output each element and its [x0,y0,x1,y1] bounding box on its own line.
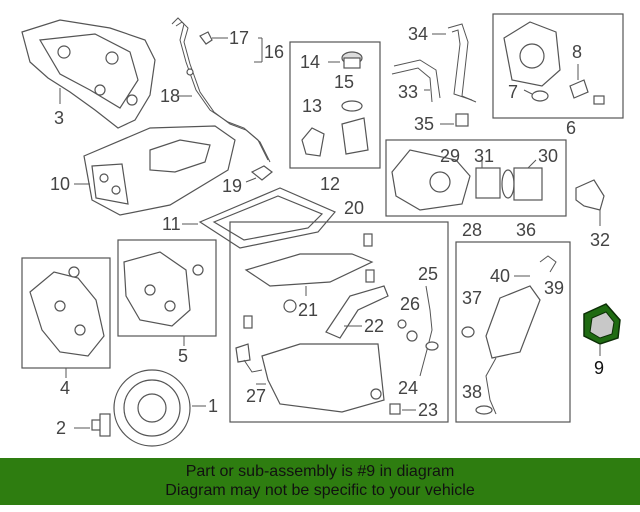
part-22-pickup-tube [325,285,389,339]
callout-1: 1 [208,396,218,416]
callout-21: 21 [298,300,318,320]
part-31-filter [475,160,501,199]
part-21-oil-baffle [244,253,374,296]
part-30-cap [501,159,543,201]
part-9-highlighted-gasket[interactable] [583,303,621,356]
callout-11: 11 [162,214,181,234]
callout-5: 5 [178,346,188,366]
callout-35: 35 [414,114,434,134]
group-box-36 [455,241,571,423]
group-box-20 [229,221,449,423]
callout-32: 32 [590,230,610,250]
callout-16: 16 [264,42,284,62]
callout-37: 37 [462,288,482,308]
part-25-tube [419,285,439,377]
part-27-oil-pan [235,343,385,413]
callout-29: 29 [440,146,460,166]
callout-22: 22 [364,316,384,336]
callout-3: 3 [54,108,64,128]
part-14-oil-filler-cap [328,51,363,69]
part-10-intake-manifold [74,125,236,216]
notice-banner: Part or sub-assembly is #9 in diagram Di… [0,458,640,505]
part-36-oil-cooler [485,285,541,415]
part-35-sensor [440,113,469,127]
part-24-drain-plug [370,388,382,400]
callout-38: 38 [462,382,482,402]
group-box-28 [385,139,567,217]
callout-20: 20 [344,198,364,218]
callout-13: 13 [302,96,322,116]
callout-39: 39 [544,278,564,298]
callout-18: 18 [160,86,180,106]
part-40-hose [514,255,557,277]
part-33-hose [391,59,441,103]
callout-7: 7 [508,82,518,102]
part-8-fitting [569,64,589,99]
callout-40: 40 [490,266,510,286]
callout-14: 14 [300,52,320,72]
callout-34: 34 [408,24,428,44]
callout-8: 8 [572,42,582,62]
part-32-bracket [575,179,605,226]
part-5-mount-bracket [123,251,204,346]
callout-33: 33 [398,82,418,102]
part-18-dipstick-tube [171,17,271,163]
callout-28: 28 [462,220,482,240]
part-37-seal [461,326,475,338]
callout-2: 2 [56,418,66,438]
part-13-gasket [301,127,325,157]
callout-15: 15 [334,72,354,92]
part-1-crankshaft-pulley [113,369,206,447]
callout-23: 23 [418,400,438,420]
callout-12: 12 [320,174,340,194]
callout-30: 30 [538,146,558,166]
group-box-6 [492,13,624,119]
part-15-seal [341,100,363,112]
callout-10: 10 [50,174,70,194]
callout-24: 24 [398,378,418,398]
part-23-washer [389,403,416,415]
part-19-sensor [245,165,273,183]
parts-diagram: 3 17 16 18 10 19 11 [21,13,624,447]
part-7-seal [523,89,549,102]
callout-36: 36 [516,220,536,240]
banner-line-2: Diagram may not be specific to your vehi… [165,482,475,499]
callout-9: 9 [594,358,604,378]
part-29-housing [391,149,471,211]
part-2-bolt [74,413,111,437]
callout-27: 27 [246,386,266,406]
banner-line-1: Part or sub-assembly is #9 in diagram [185,463,455,480]
part-6-water-pump [503,21,561,87]
callout-26: 26 [400,294,420,314]
callout-19: 19 [222,176,242,196]
part-filler-tube [341,117,369,155]
callout-25: 25 [418,264,438,284]
part-11-oil-pan-gasket [182,187,336,249]
part-4-mount-bracket [29,266,105,378]
part-3-timing-cover [21,19,156,129]
callout-6: 6 [566,118,576,138]
callout-31: 31 [474,146,494,166]
part-26-bolt [397,319,418,342]
group-box-5 [117,239,217,337]
callout-17: 17 [229,28,249,48]
part-38-clamp [475,405,493,415]
part-34-hose [432,23,477,103]
group-box-12 [289,41,381,169]
callout-4: 4 [60,378,70,398]
